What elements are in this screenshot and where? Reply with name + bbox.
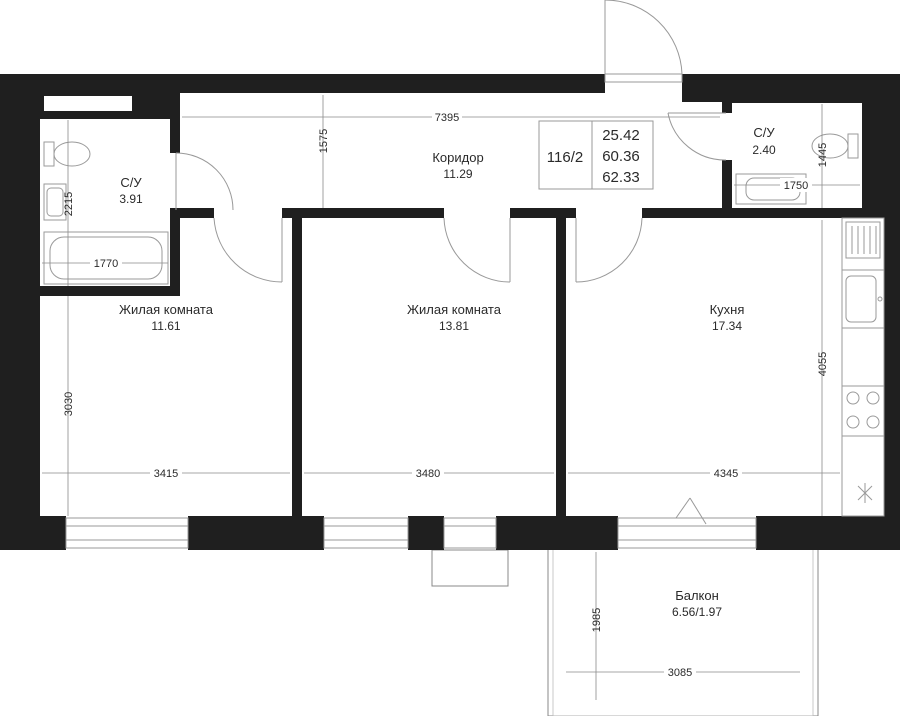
windows <box>65 517 757 549</box>
toilet-icon <box>43 141 91 167</box>
kitchen-name: Кухня <box>710 302 745 317</box>
kitchen-counter <box>841 217 885 517</box>
bath1-area: 3.91 <box>119 192 143 206</box>
living2-area: 13.81 <box>439 319 469 333</box>
area-total: 60.36 <box>602 148 640 165</box>
room-labels: С/У 3.91 Коридор 11.29 С/У 2.40 Жилая ко… <box>119 125 776 619</box>
bath2-name: С/У <box>753 125 775 140</box>
kitchen-door <box>575 217 643 283</box>
dim-bath1-width: 1770 <box>94 258 118 270</box>
dim-kitchen-height: 4055 <box>817 352 829 376</box>
balcony-step <box>431 549 509 587</box>
sink-icon <box>841 269 885 329</box>
living2-door <box>443 217 511 283</box>
dim-living1-width: 3415 <box>154 468 178 480</box>
stove-icon <box>841 385 885 437</box>
corridor-area: 11.29 <box>443 167 472 181</box>
area-with-balcony: 62.33 <box>602 169 640 186</box>
kitchen-area: 17.34 <box>712 319 742 333</box>
dim-balcony-width: 3085 <box>668 667 692 679</box>
sink-icon <box>43 183 67 221</box>
dim-kitchen-width: 4345 <box>714 468 738 480</box>
dim-living1-height: 3030 <box>63 392 75 416</box>
living2-name: Жилая комната <box>407 302 502 317</box>
living1-name: Жилая комната <box>119 302 214 317</box>
dim-balcony-height: 1985 <box>591 608 603 632</box>
entrance-door <box>604 0 683 83</box>
fridge-icon <box>857 483 873 503</box>
bath1-door <box>175 152 234 211</box>
walls <box>0 74 900 550</box>
living1-area: 11.61 <box>151 319 180 333</box>
dimension-lines <box>42 95 860 700</box>
area-living: 25.42 <box>602 127 640 144</box>
dim-corridor-width: 7395 <box>435 112 459 124</box>
bath2-door <box>667 112 727 161</box>
bath2-area: 2.40 <box>752 143 776 157</box>
balcony-door <box>675 497 707 525</box>
dimension-labels: 7395 1575 2215 1770 1445 1750 3030 3415 … <box>63 110 829 679</box>
dim-living2-width: 3480 <box>416 468 440 480</box>
doors <box>175 0 727 525</box>
living1-door <box>213 217 283 283</box>
apartment-info-box: 116/2 25.42 60.36 62.33 <box>538 120 654 190</box>
bath1-name: С/У <box>120 175 142 190</box>
fixtures <box>43 133 885 517</box>
balcony-area: 6.56/1.97 <box>672 605 722 619</box>
balcony-name: Балкон <box>675 588 719 603</box>
corridor-name: Коридор <box>432 150 483 165</box>
dim-corridor-depth: 1575 <box>318 129 330 153</box>
dim-bath1-height: 2215 <box>63 192 75 216</box>
dim-bath2-height: 1445 <box>817 143 829 167</box>
balcony <box>431 547 819 716</box>
toilet-icon <box>811 133 859 159</box>
apartment-code: 116/2 <box>547 149 583 166</box>
dim-bath2-width: 1750 <box>784 180 808 192</box>
